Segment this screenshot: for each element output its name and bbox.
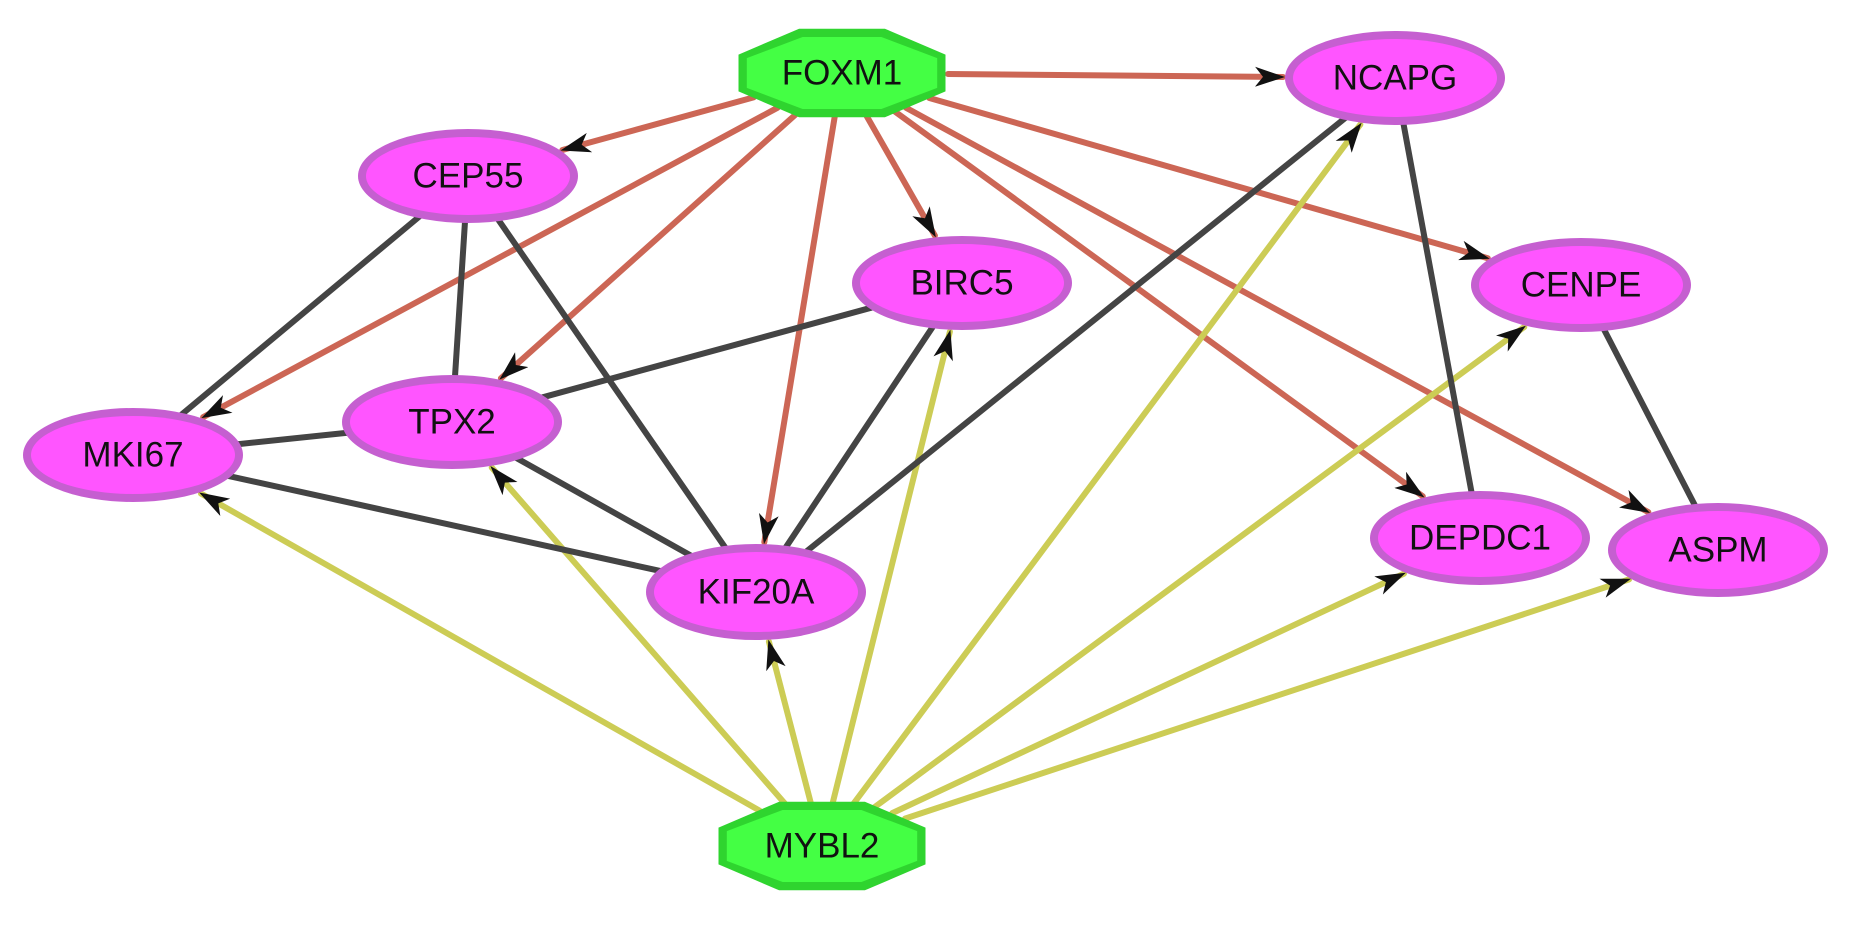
- node-cep55-label: CEP55: [413, 157, 524, 196]
- node-ncapg-label: NCAPG: [1333, 59, 1457, 98]
- edge-mybl2-aspm: [902, 576, 1633, 822]
- node-tpx2-label: TPX2: [408, 403, 496, 442]
- edge-foxm1-cep55: [559, 94, 757, 153]
- node-kif20a: KIF20A: [646, 544, 866, 640]
- node-foxm1-fill: [746, 37, 938, 109]
- node-birc5: BIRC5: [852, 236, 1072, 330]
- edge-tpx2-kif20a: [510, 453, 697, 561]
- edge-mybl2-tpx2: [488, 464, 790, 809]
- edge-foxm1-depdc1: [890, 107, 1426, 500]
- node-birc5-label: BIRC5: [910, 264, 1013, 303]
- node-mki67-label: MKI67: [82, 436, 183, 475]
- edge-mybl2-kif20a: [765, 638, 815, 808]
- edge-foxm1-birc5: [862, 111, 938, 239]
- edge-mybl2-mki67: [197, 490, 763, 814]
- node-cep55-fill: [366, 137, 570, 215]
- edge-mybl2-ncapg: [849, 121, 1364, 809]
- node-tpx2-fill: [350, 383, 554, 461]
- node-tpx2: TPX2: [342, 375, 562, 469]
- node-mybl2-label: MYBL2: [765, 827, 880, 866]
- edge-birc5-kif20a: [780, 320, 939, 554]
- edge-cep55-tpx2: [451, 214, 469, 384]
- node-foxm1-label: FOXM1: [782, 54, 903, 93]
- edge-foxm1-cenpe: [926, 95, 1491, 262]
- edges-layer: [175, 66, 1700, 822]
- edge-mki67-kif20a: [221, 472, 667, 575]
- edge-mybl2-depdc1: [889, 570, 1407, 817]
- edge-mki67-tpx2: [230, 429, 355, 448]
- node-birc5-fill: [860, 244, 1064, 322]
- edge-foxm1-mki67: [200, 104, 781, 421]
- node-depdc1-fill: [1378, 499, 1582, 577]
- node-depdc1: DEPDC1: [1370, 491, 1590, 585]
- edge-cep55-mki67: [175, 211, 426, 420]
- node-cenpe: CENPE: [1471, 238, 1691, 332]
- edge-foxm1-tpx2: [497, 109, 802, 382]
- node-aspm-fill: [1616, 511, 1820, 589]
- node-cep55: CEP55: [358, 129, 578, 223]
- node-cenpe-label: CENPE: [1521, 266, 1642, 305]
- edge-ncapg-kif20a: [800, 112, 1352, 557]
- node-ncapg-fill: [1293, 39, 1497, 117]
- edge-foxm1-aspm: [903, 104, 1652, 516]
- edge-foxm1-ncapg: [945, 66, 1286, 87]
- node-mki67-fill: [31, 416, 235, 494]
- edge-cep55-kif20a: [492, 213, 731, 554]
- node-cenpe-fill: [1479, 246, 1683, 324]
- node-mybl2-fill: [726, 810, 918, 882]
- node-kif20a-fill: [654, 552, 858, 632]
- edge-tpx2-birc5: [536, 303, 878, 402]
- node-aspm: ASPM: [1608, 503, 1828, 597]
- edge-mybl2-cenpe: [870, 323, 1528, 811]
- node-kif20a-label: KIF20A: [698, 573, 815, 612]
- node-foxm1: FOXM1: [738, 28, 946, 118]
- edge-cenpe-aspm: [1599, 322, 1700, 513]
- node-aspm-label: ASPM: [1668, 531, 1767, 570]
- edge-ncapg-depdc1: [1399, 116, 1476, 500]
- node-depdc1-label: DEPDC1: [1409, 519, 1551, 558]
- edge-mybl2-birc5: [829, 328, 953, 808]
- node-mybl2: MYBL2: [718, 801, 926, 891]
- node-mki67: MKI67: [23, 408, 243, 502]
- node-ncapg: NCAPG: [1285, 31, 1505, 125]
